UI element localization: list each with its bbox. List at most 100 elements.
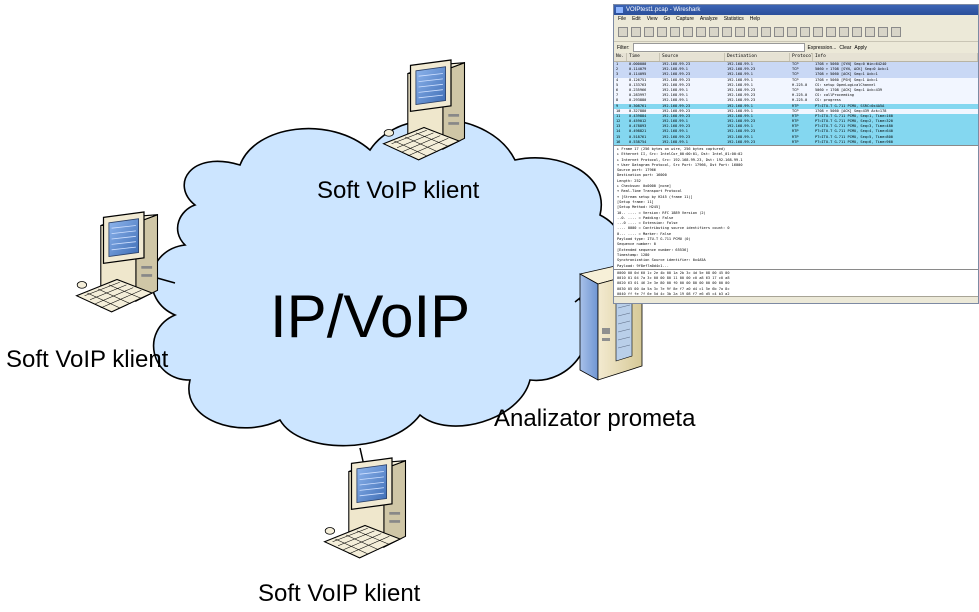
ws-packet-cell: 3 bbox=[616, 72, 619, 77]
ws-packet-cell: 5060 > 1708 [ACK] Seq=1 Ack=439 bbox=[815, 87, 883, 92]
ws-packet-cell: TCP bbox=[792, 108, 799, 113]
ws-packet-cell: RTP bbox=[792, 119, 799, 124]
ws-packet-cell: 192.168.99.23 bbox=[662, 134, 691, 139]
ws-packet-cell: 192.168.99.1 bbox=[662, 129, 688, 134]
ws-packet-cell: 192.168.99.23 bbox=[727, 119, 756, 124]
ws-packet-cell: 192.168.99.1 bbox=[727, 134, 753, 139]
ws-menu-item: View bbox=[646, 16, 658, 22]
ws-toolbar bbox=[614, 23, 978, 42]
ws-packet-cell: 9 bbox=[616, 103, 619, 108]
ws-packet-cell: PT=ITU-T G.711 PCMU, Seq=3, Time=480 bbox=[815, 124, 893, 129]
ws-packet-cell: 192.168.99.23 bbox=[662, 124, 691, 129]
ws-detail-line: 10.. .... = Version: RFC 1889 Version (2… bbox=[617, 210, 706, 215]
ws-toolbar-button-icon bbox=[696, 27, 706, 37]
ws-packet-cell: 13 bbox=[616, 124, 621, 129]
ws-title-bar: VOIPtest1.pcap - Wireshark bbox=[614, 5, 978, 15]
ws-packet-cell: 192.168.99.1 bbox=[727, 72, 753, 77]
ws-detail-line: Payload type: ITU-T G.711 PCMU (0) bbox=[617, 237, 691, 242]
ws-menu-item: Go bbox=[663, 16, 671, 22]
ws-toolbar-button-icon bbox=[722, 27, 732, 37]
ws-packet-cell: 8 bbox=[616, 98, 619, 103]
ws-packet-cell: 6 bbox=[616, 87, 619, 92]
ws-packet-cell: 192.168.99.23 bbox=[727, 67, 756, 72]
ws-hex-line: 0010 01 04 7a 3c 00 00 80 11 00 00 c0 a8… bbox=[617, 276, 730, 281]
ws-packet-cell: 192.168.99.1 bbox=[662, 119, 688, 124]
ws-packet-cell: 1708 > 5060 [ACK] Seq=1 Ack=1 bbox=[815, 72, 878, 77]
ws-packet-cell: PT=ITU-T G.711 PCMU, Seq=4, Time=640 bbox=[815, 129, 893, 134]
ws-toolbar-button-icon bbox=[774, 27, 784, 37]
ws-toolbar-button-icon bbox=[657, 27, 667, 37]
ws-toolbar-button-icon bbox=[787, 27, 797, 37]
ws-packet-cell: RTP bbox=[792, 124, 799, 129]
ws-packet-cell: TCP bbox=[792, 77, 799, 82]
ws-column-header: Info bbox=[813, 53, 978, 61]
ws-detail-line: 0... .... = Marker: False bbox=[617, 231, 672, 236]
ws-detail-line: ▸ Frame 17 (256 bytes on wire, 256 bytes… bbox=[617, 147, 726, 151]
ws-packet-cell: H.225.0 bbox=[792, 82, 808, 87]
ws-packet-cell: 5 bbox=[616, 82, 619, 87]
workstation-icon bbox=[75, 211, 159, 313]
ws-toolbar-button-icon bbox=[878, 27, 888, 37]
ws-packet-cell: 192.168.99.1 bbox=[727, 103, 753, 108]
ws-menu-item: Edit bbox=[632, 16, 641, 22]
ws-packet-cell: RTP bbox=[792, 134, 799, 139]
ws-packet-cell: 4 bbox=[616, 77, 619, 82]
ws-packet-cell: 7 bbox=[616, 93, 619, 98]
ws-packet-cell: 192.168.99.23 bbox=[727, 93, 756, 98]
ws-packet-cell: 192.168.99.23 bbox=[662, 108, 691, 113]
ws-packet-cell: 192.168.99.23 bbox=[662, 62, 691, 66]
ws-menu-item: Help bbox=[749, 16, 761, 22]
ws-packet-cell: 1708 > 5060 [PSH] Seq=1 Ack=1 bbox=[815, 77, 878, 82]
ws-detail-line: ▾ Real-Time Transport Protocol bbox=[617, 189, 682, 194]
ws-toolbar-button-icon bbox=[670, 27, 680, 37]
ws-packet-cell: H.225.0 bbox=[792, 98, 808, 103]
ws-detail-line: ...0 .... = Extension: False bbox=[617, 221, 678, 226]
ws-packet-cell: 0.498821 bbox=[629, 129, 647, 134]
ws-packet-cell: 192.168.99.23 bbox=[662, 77, 691, 82]
ws-packet-cell: TCP bbox=[792, 72, 799, 77]
ws-packet-cell: PT=ITU-T G.711 PCMU, SSRC=0x4A5A bbox=[815, 103, 885, 108]
ws-packet-cell: 11 bbox=[616, 113, 621, 118]
ws-detail-line: ..0. .... = Padding: False bbox=[617, 215, 674, 220]
ws-packet-cell: 192.168.99.23 bbox=[727, 139, 756, 144]
ws-packet-cell: 12 bbox=[616, 119, 621, 124]
ws-column-header: Source bbox=[660, 53, 725, 61]
wireshark-app-icon bbox=[616, 7, 623, 13]
ws-menu-item: Statistics bbox=[723, 16, 744, 22]
ws-packet-cell: TCP bbox=[792, 67, 799, 72]
client-top-label: Soft VoIP klient bbox=[317, 177, 480, 204]
ws-packet-cell: RTP bbox=[792, 103, 799, 108]
analyzer-label: Analizator prometa bbox=[494, 405, 696, 432]
ws-packet-cell: 1 bbox=[616, 62, 619, 66]
ws-packet-cell: 192.168.99.1 bbox=[727, 124, 753, 129]
ws-filter-input bbox=[632, 43, 805, 52]
ws-detail-line: ▸ Checksum: 0x0000 [none] bbox=[617, 184, 672, 189]
ws-hex-line: 0020 63 01 46 2e 3e 80 00 f0 00 00 80 00… bbox=[617, 281, 730, 286]
ws-packet-cell: 192.168.99.1 bbox=[662, 87, 688, 92]
ws-packet-cell: 192.168.99.1 bbox=[727, 108, 753, 113]
ws-toolbar-button-icon bbox=[644, 27, 654, 37]
ws-packet-cell: 192.168.99.1 bbox=[662, 93, 688, 98]
ws-toolbar-button-icon bbox=[709, 27, 719, 37]
ws-packet-cell: 192.168.99.1 bbox=[662, 67, 688, 72]
ws-column-header: Protocol bbox=[792, 53, 813, 61]
ws-toolbar-button-icon bbox=[631, 27, 641, 37]
ws-packet-cell: TCP bbox=[792, 87, 799, 92]
ws-packet-cell: PT=ITU-T G.711 PCMU, Seq=5, Time=800 bbox=[815, 134, 893, 139]
ws-packet-cell: TCP bbox=[792, 62, 799, 66]
ws-detail-line: Timestamp: 1280 bbox=[617, 252, 650, 257]
ws-packet-cell: 0.133763 bbox=[629, 82, 647, 87]
ws-packet-cell: 14 bbox=[616, 129, 621, 134]
